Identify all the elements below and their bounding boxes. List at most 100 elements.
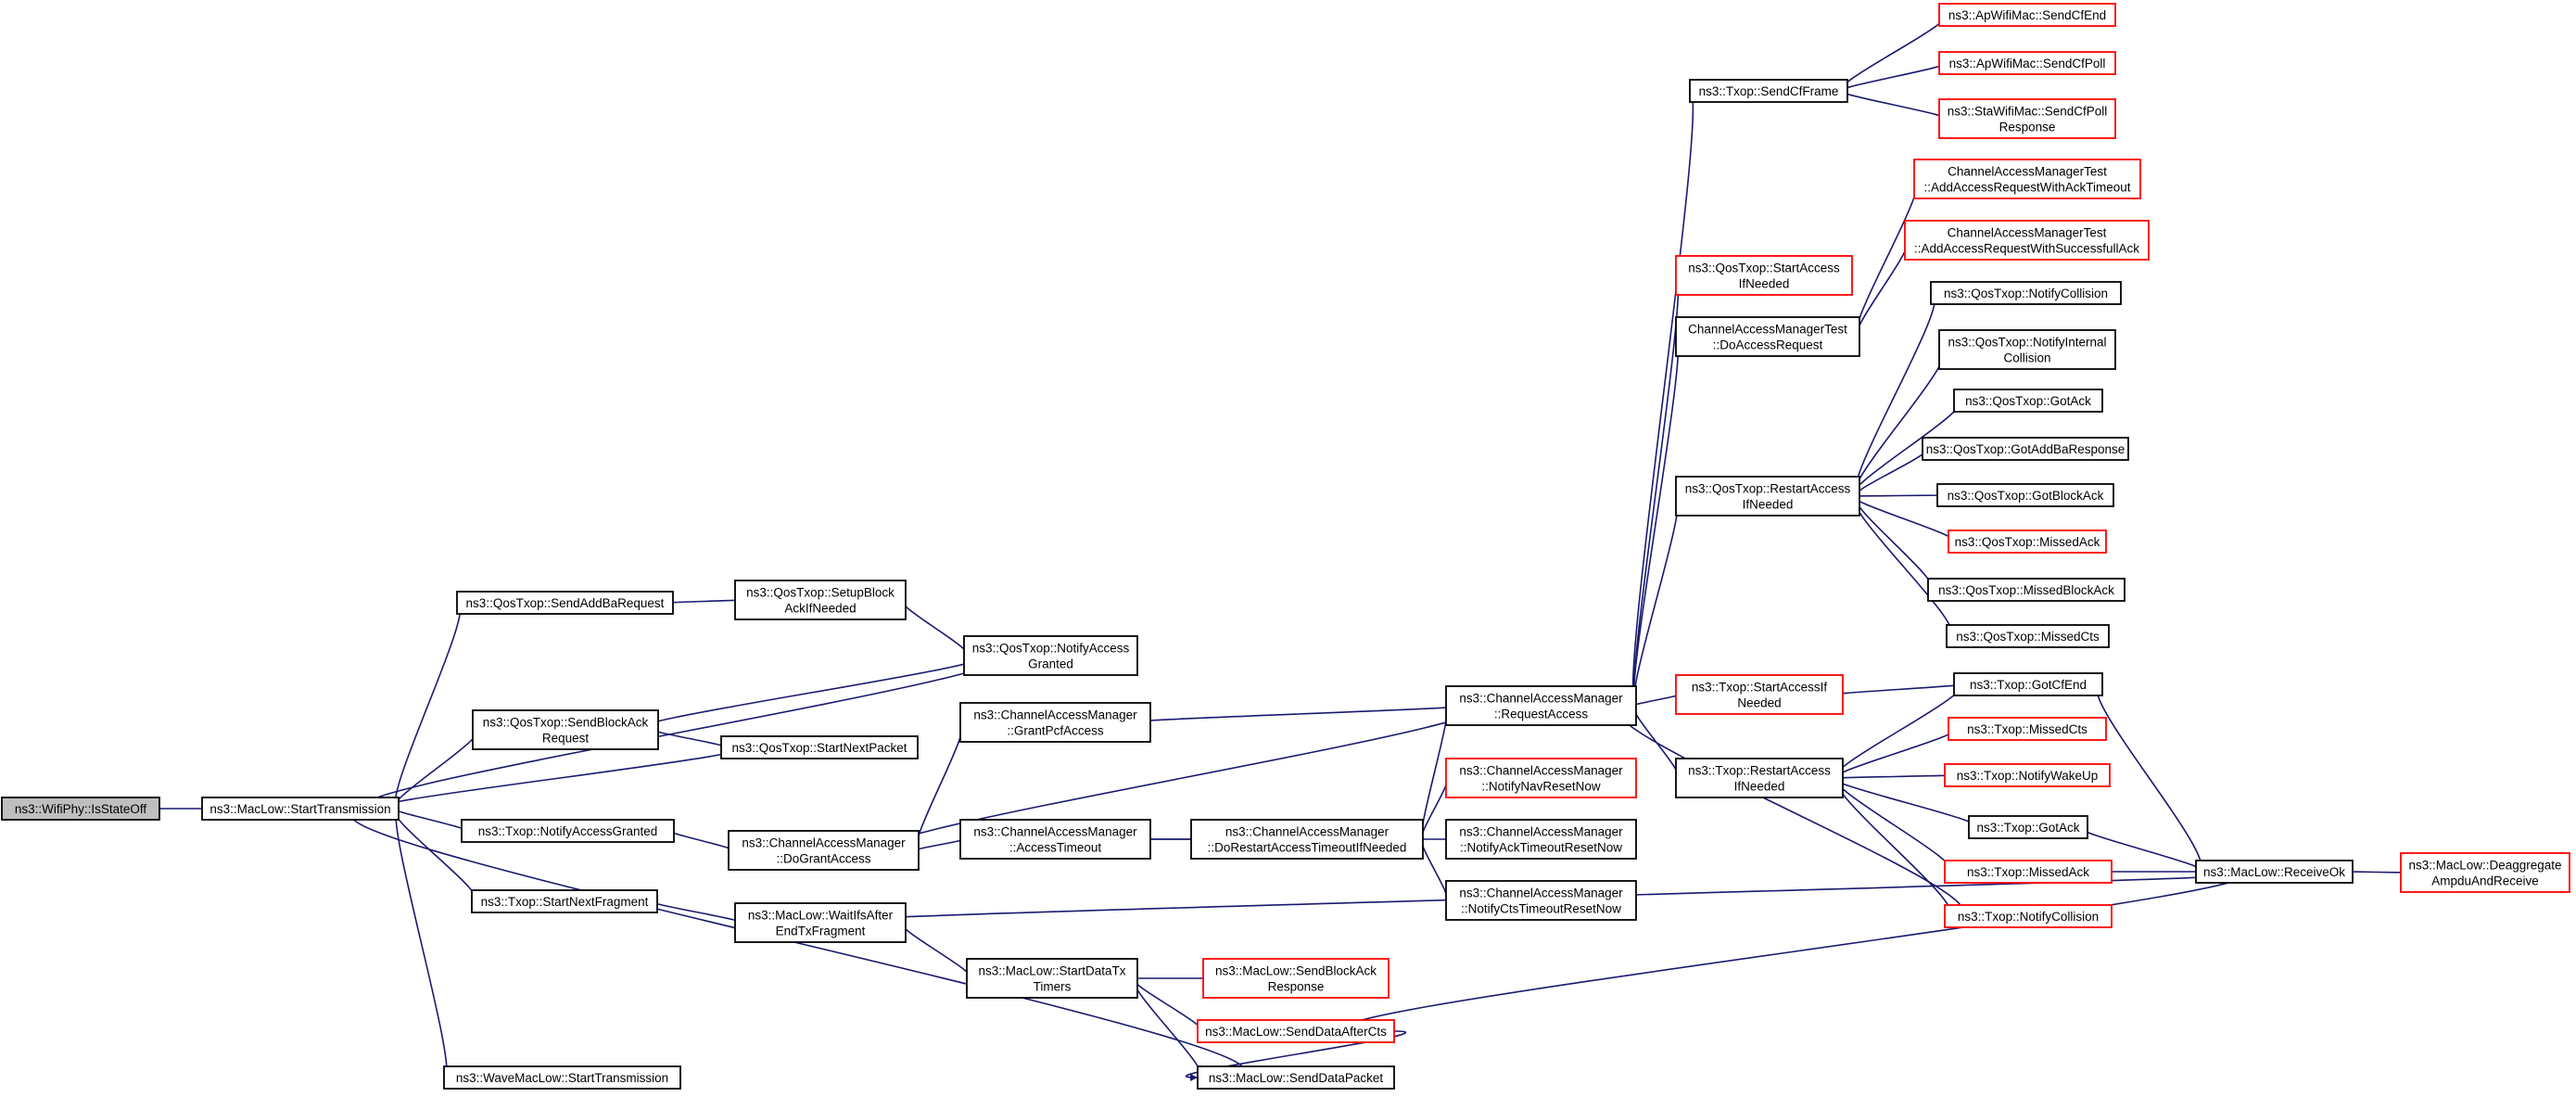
edge-n25-to-n23 <box>1839 62 1946 95</box>
graph-node-ns3-apwifimac-sendcfpoll[interactable]: ns3::ApWifiMac::SendCfPoll <box>1938 51 2116 75</box>
node-label-line: ns3::QosTxop::MissedCts <box>1956 630 2100 644</box>
graph-node-ns3-maclow-senddatapacket[interactable]: ns3::MacLow::SendDataPacket <box>1197 1065 1395 1090</box>
node-box <box>1675 674 1844 715</box>
edge-path <box>1834 683 1961 698</box>
graph-node-ns3-maclow-senddataaftercts[interactable]: ns3::MacLow::SendDataAfterCts <box>1197 1019 1395 1043</box>
node-label-line: ::NotifyNavResetNow <box>1481 780 1601 794</box>
graph-node-ns3-channelaccessmanager-notifynavresetnow[interactable]: ns3::ChannelAccessManager::NotifyNavRese… <box>1445 758 1637 798</box>
edge-n10-to-n8 <box>910 838 964 854</box>
edge-path <box>1834 728 1956 782</box>
node-box <box>471 889 658 913</box>
graph-node-ns3-txop-startnextfragment[interactable]: ns3::Txop::StartNextFragment <box>471 889 658 913</box>
edge-n4-to-n5 <box>639 655 983 733</box>
node-label-line: ns3::Txop::RestartAccess <box>1688 764 1831 778</box>
node-label-line: Timers <box>1034 980 1072 994</box>
edge-n44-to-n41 <box>1834 773 1952 782</box>
graph-node-ns3-qostxop-startnextpacket[interactable]: ns3::QosTxop::StartNextPacket <box>720 735 919 759</box>
edge-n14-to-n13 <box>649 898 741 924</box>
graph-node-ns3-maclow-starttransmission[interactable]: ns3::MacLow::StartTransmission <box>201 797 400 821</box>
graph-node-ns3-channelaccessmanager-notifyctstimeoutresetnow[interactable]: ns3::ChannelAccessManager::NotifyCtsTime… <box>1445 880 1637 921</box>
graph-node-ns3-channelaccessmanager-accesstimeout[interactable]: ns3::ChannelAccessManager::AccessTimeout <box>959 819 1151 860</box>
graph-node-channelaccessmanagertest-addaccessrequestwithacktimeout[interactable]: ChannelAccessManagerTest::AddAccessReque… <box>1913 159 2141 199</box>
node-label-line: Granted <box>1028 657 1073 671</box>
node-label-line: AmpduAndReceive <box>2431 874 2539 888</box>
edge-path <box>650 726 726 748</box>
edge-path <box>1839 14 1946 95</box>
graph-node-channelaccessmanagertest-doaccessrequest[interactable]: ChannelAccessManagerTest::DoAccessReques… <box>1675 316 1860 357</box>
edge-n30-to-n28 <box>1851 239 1909 340</box>
edge-n48-to-n42 <box>2094 681 2202 873</box>
node-label-line: ns3::QosTxop::StartAccess <box>1688 261 1840 275</box>
node-box <box>959 819 1151 860</box>
node-label-line: ns3::QosTxop::GotAddBaResponse <box>1926 442 2126 456</box>
edge-path <box>1851 492 1933 591</box>
graph-node-ns3-qostxop-gotack[interactable]: ns3::QosTxop::GotAck <box>1953 389 2103 413</box>
edge-n23-to-n12 <box>1628 90 1694 709</box>
node-label-line: ::DoGrantAccess <box>776 852 870 866</box>
edge-path <box>1415 836 1449 901</box>
node-label-line: ChannelAccessManagerTest <box>1688 323 1847 337</box>
graph-node-ns3-qostxop-notifyaccess-granted[interactable]: ns3::QosTxop::NotifyAccessGranted <box>963 635 1138 676</box>
edge-path <box>390 805 448 1078</box>
node-label-line: ns3::QosTxop::StartNextPacket <box>731 741 907 755</box>
edge-path <box>2094 681 2202 873</box>
node-label-line: EndTxFragment <box>776 925 866 938</box>
node-label-line: ns3::ApWifiMac::SendCfPoll <box>1949 57 2106 70</box>
graph-node-ns3-channelaccessmanager-grantpcfaccess[interactable]: ns3::ChannelAccessManager::GrantPcfAcces… <box>959 702 1151 743</box>
edge-n5-to-n1 <box>390 729 478 812</box>
graph-node-ns3-txop-notifywakeup[interactable]: ns3::Txop::NotifyWakeUp <box>1944 763 2111 787</box>
node-label-line: ns3::MacLow::Deaggregate <box>2408 859 2561 873</box>
graph-node-ns3-channelaccessmanager-notifyacktimeoutresetnow[interactable]: ns3::ChannelAccessManager::NotifyAckTime… <box>1445 819 1637 860</box>
graph-node-ns3-maclow-receiveok[interactable]: ns3::MacLow::ReceiveOk <box>2195 860 2354 884</box>
graph-node-ns3-apwifimac-sendcfend[interactable]: ns3::ApWifiMac::SendCfEnd <box>1938 3 2116 27</box>
graph-node-ns3-channelaccessmanager-dograntaccess[interactable]: ns3::ChannelAccessManager::DoGrantAccess <box>728 830 920 871</box>
node-label-line: ChannelAccessManagerTest <box>1948 226 2107 240</box>
graph-node-ns3-wavemaclow-starttransmission[interactable]: ns3::WaveMacLow::StartTransmission <box>443 1065 681 1090</box>
graph-node-ns3-qostxop-missedblockack[interactable]: ns3::QosTxop::MissedBlockAck <box>1927 578 2126 602</box>
node-box <box>1675 316 1860 357</box>
node-label-line: IfNeeded <box>1739 277 1790 291</box>
node-box <box>959 702 1151 743</box>
graph-node-ns3-txop-sendcfframe[interactable]: ns3::Txop::SendCfFrame <box>1689 79 1848 103</box>
node-box <box>1445 880 1637 921</box>
graph-node-ns3-qostxop-missedack[interactable]: ns3::QosTxop::MissedAck <box>1948 529 2107 554</box>
edge-n8-to-n7 <box>666 827 733 851</box>
graph-node-ns3-channelaccessmanager-dorestartaccesstimeoutifneeded[interactable]: ns3::ChannelAccessManager::DoRestartAcce… <box>1190 819 1424 860</box>
edge-path <box>1834 773 1952 782</box>
graph-node-ns3-qostxop-gotaddbaresponse[interactable]: ns3::QosTxop::GotAddBaResponse <box>1922 437 2129 461</box>
node-label-line: AckIfNeeded <box>784 602 856 616</box>
node-label-line: ::RequestAccess <box>1494 708 1589 721</box>
graph-node-ns3-txop-gotack[interactable]: ns3::Txop::GotAck <box>1968 815 2088 839</box>
node-label-line: ns3::QosTxop::GotBlockAck <box>1948 489 2104 503</box>
node-box <box>1904 220 2150 261</box>
graph-node-ns3-txop-notifycollision[interactable]: ns3::Txop::NotifyCollision <box>1944 904 2113 928</box>
edge-n17-to-n15 <box>1129 975 1202 1032</box>
edge-path <box>1129 975 1202 1078</box>
node-box <box>1913 159 2141 199</box>
graph-node-ns3-txop-missedcts[interactable]: ns3::Txop::MissedCts <box>1948 717 2107 741</box>
graph-node-ns3-channelaccessmanager-requestaccess[interactable]: ns3::ChannelAccessManager::RequestAccess <box>1445 685 1637 726</box>
graph-node-ns3-qostxop-gotblockack[interactable]: ns3::QosTxop::GotBlockAck <box>1936 483 2114 507</box>
edge-path <box>1186 1030 1406 1081</box>
graph-node-ns3-txop-missedack[interactable]: ns3::Txop::MissedAck <box>1944 860 2113 884</box>
graph-node-ns3-qostxop-notifycollision[interactable]: ns3::QosTxop::NotifyCollision <box>1930 281 2122 305</box>
graph-node-channelaccessmanagertest-addaccessrequestwithsuccessfullack[interactable]: ChannelAccessManagerTest::AddAccessReque… <box>1904 220 2150 261</box>
graph-node-ns3-qostxop-sendaddbarequest[interactable]: ns3::QosTxop::SendAddBaRequest <box>456 591 674 615</box>
node-box <box>1445 819 1637 860</box>
graph-node-ns3-txop-gotcfend[interactable]: ns3::Txop::GotCfEnd <box>1953 672 2103 696</box>
graph-node-ns3-txop-notifyaccessgranted[interactable]: ns3::Txop::NotifyAccessGranted <box>461 819 675 843</box>
graph-node-ns3-qostxop-missedcts[interactable]: ns3::QosTxop::MissedCts <box>1946 624 2110 648</box>
node-box <box>1202 958 1390 999</box>
